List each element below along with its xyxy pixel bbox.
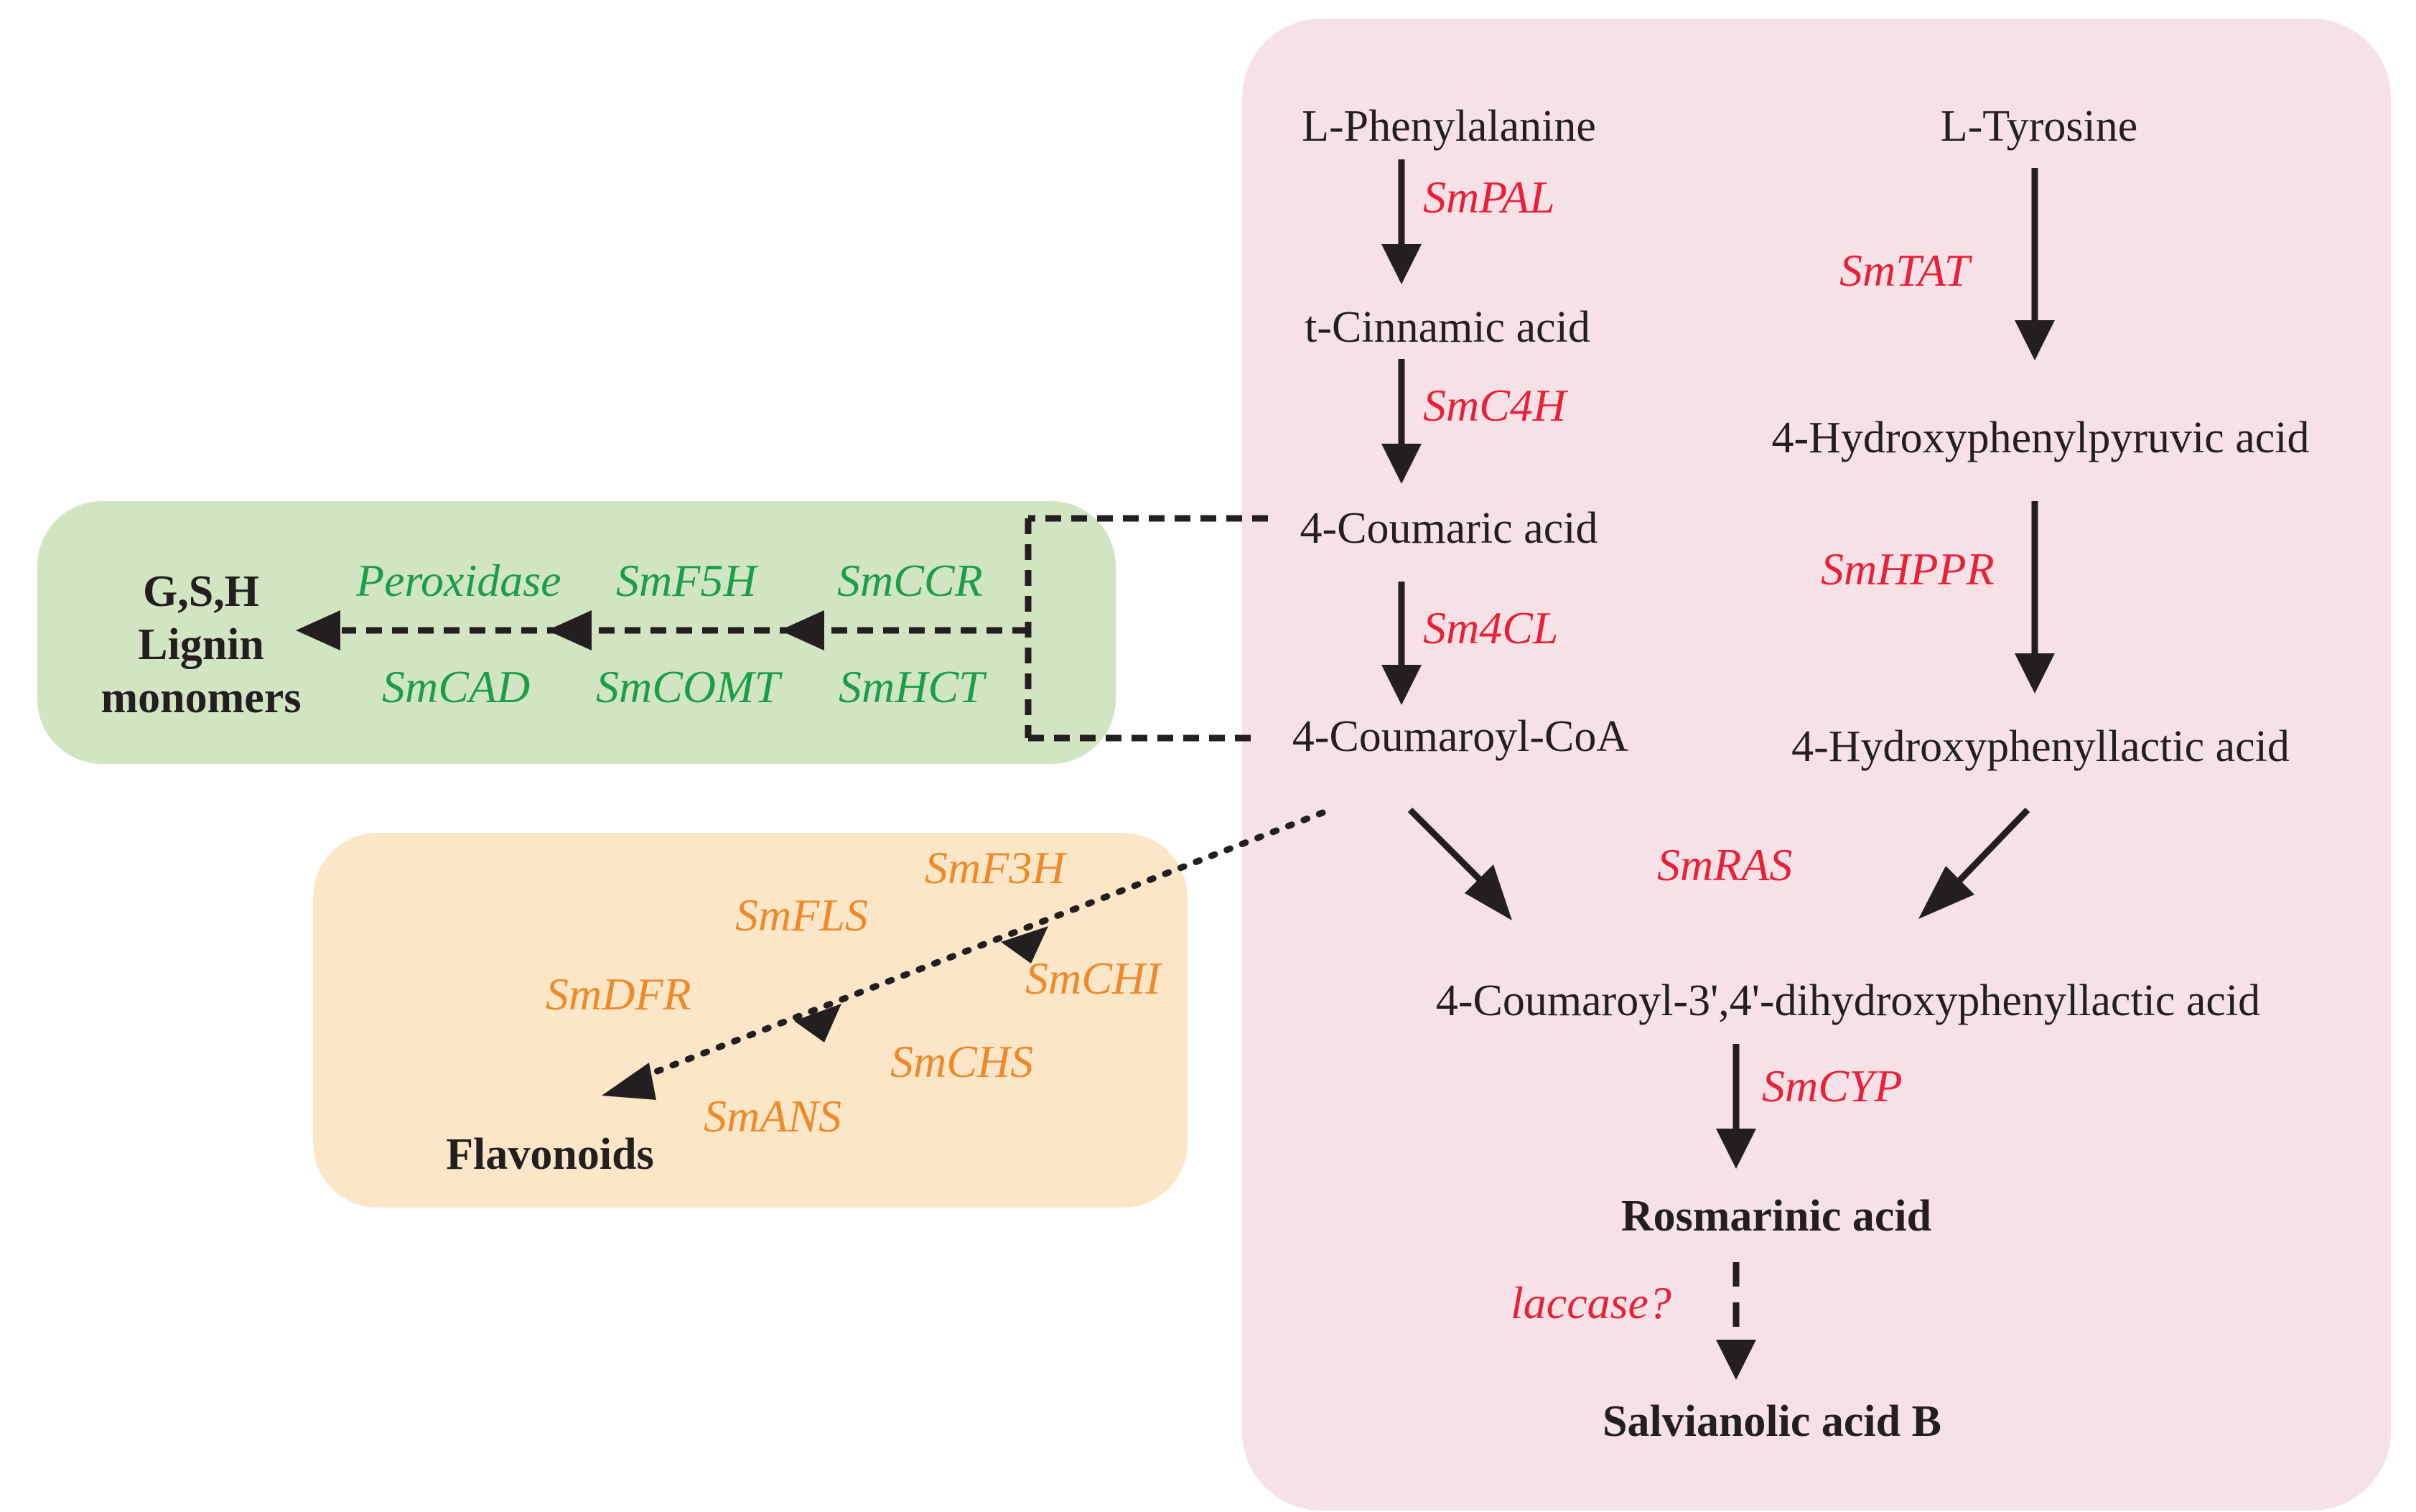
arrow-coumaric-to-coumaroylcoa [1381, 582, 1422, 705]
arrow-hpl-to-product [1918, 807, 2030, 919]
flavonoid-branch-arrow [602, 809, 1326, 1100]
enzyme-smf3h: SmF3H [925, 842, 1068, 893]
enzyme-smans: SmANS [704, 1091, 841, 1142]
enzyme-smc4h: SmC4H [1423, 380, 1569, 431]
lignin-label-line2: Lignin [138, 620, 264, 669]
compound-4-coumaric-acid: 4-Coumaric acid [1300, 504, 1598, 553]
enzyme-smfls: SmFLS [735, 890, 868, 941]
enzyme-smcad: SmCAD [382, 661, 530, 712]
compound-4-coumaroyl-dihydroxyphenyllactic-acid: 4-Coumaroyl-3',4'-dihydroxyphenyllactic … [1436, 976, 2260, 1025]
enzyme-laccase: laccase? [1511, 1277, 1671, 1328]
arrow-phe-to-cinnamic [1381, 159, 1422, 284]
enzyme-smcomt: SmCOMT [596, 661, 783, 712]
compound-4-hydroxyphenyllactic-acid: 4-Hydroxyphenyllactic acid [1791, 722, 2290, 771]
enzyme-smchs: SmCHS [890, 1036, 1033, 1087]
enzyme-smpal: SmPAL [1423, 172, 1555, 223]
enzyme-peroxidase: Peroxidase [355, 555, 561, 606]
arrow-coumaroylcoa-to-product [1407, 807, 1512, 920]
lignin-label-line3: monomers [101, 673, 302, 722]
compound-salvianolic-acid-b: Salvianolic acid B [1603, 1397, 1941, 1446]
enzyme-smchi: SmCHI [1025, 953, 1162, 1004]
flavonoid-panel [313, 833, 1188, 1208]
arrow-cinnamic-to-coumaric [1381, 359, 1422, 484]
enzyme-smccr: SmCCR [837, 555, 983, 606]
enzyme-smf5h: SmF5H [616, 555, 759, 606]
phenylpropanoid-tyrosine-panel [1242, 19, 2391, 1511]
lignin-label-line1: G,S,H [143, 567, 259, 616]
compound-t-cinnamic-acid: t-Cinnamic acid [1305, 303, 1590, 352]
compound-rosmarinic-acid: Rosmarinic acid [1621, 1192, 1931, 1241]
arrow-rosmarinic-to-salvianolic [1716, 1262, 1756, 1380]
compound-l-tyrosine: L-Tyrosine [1941, 102, 2138, 151]
compound-flavonoids: Flavonoids [446, 1130, 653, 1179]
arrow-hpp-to-hpl [2015, 501, 2055, 694]
compound-4-coumaroyl-coa: 4-Coumaroyl-CoA [1292, 712, 1629, 761]
compound-l-phenylalanine: L-Phenylalanine [1302, 102, 1596, 151]
enzyme-smcyp: SmCYP [1762, 1060, 1903, 1111]
enzyme-smhct: SmHCT [839, 661, 987, 712]
enzyme-smdfr: SmDFR [546, 969, 691, 1019]
arrow-product-to-rosmarinic [1716, 1044, 1756, 1169]
enzyme-smras: SmRAS [1657, 839, 1792, 890]
enzyme-smhppr: SmHPPR [1821, 543, 1995, 594]
compound-4-hydroxyphenylpyruvic-acid: 4-Hydroxyphenylpyruvic acid [1772, 414, 2310, 462]
arrow-tyrosine-to-hpp [2015, 168, 2055, 360]
enzyme-smtat: SmTAT [1839, 245, 1973, 296]
lignin-branch-arrow [296, 610, 1028, 650]
enzyme-sm4cl: Sm4CL [1423, 602, 1559, 653]
